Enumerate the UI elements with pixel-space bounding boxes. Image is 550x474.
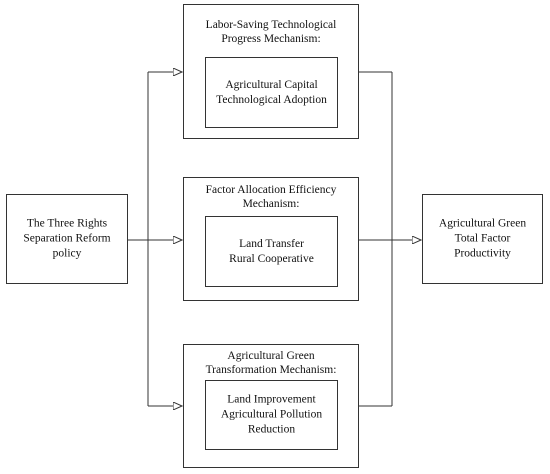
source-node-label: The Three Rights Separation Reform polic… <box>23 217 111 260</box>
mechanism-title: Labor-Saving Technological Progress Mech… <box>205 19 337 45</box>
mechanism-inner-label: Agricultural Capital Technological Adopt… <box>216 78 327 106</box>
mechanism-inner-node: Land Transfer Rural Cooperative <box>205 216 338 287</box>
mechanism-node-labor-saving: Labor-Saving Technological Progress Mech… <box>183 4 359 139</box>
target-node: Agricultural Green Total Factor Producti… <box>422 194 543 284</box>
mechanism-node-green-transformation: Agricultural Green Transformation Mechan… <box>183 344 359 468</box>
mechanism-title: Agricultural Green Transformation Mechan… <box>205 350 337 376</box>
mechanism-inner-label: Land Transfer Rural Cooperative <box>229 237 314 265</box>
mechanism-title: Factor Allocation Efficiency Mechanism: <box>205 184 337 210</box>
mechanism-node-factor-allocation: Factor Allocation Efficiency Mechanism: … <box>183 177 359 301</box>
target-node-label: Agricultural Green Total Factor Producti… <box>438 217 527 260</box>
mechanism-inner-node: Agricultural Capital Technological Adopt… <box>205 57 338 128</box>
mechanism-inner-node: Land Improvement Agricultural Pollution … <box>205 380 338 450</box>
source-node: The Three Rights Separation Reform polic… <box>6 194 128 284</box>
mechanism-inner-label: Land Improvement Agricultural Pollution … <box>220 393 323 436</box>
